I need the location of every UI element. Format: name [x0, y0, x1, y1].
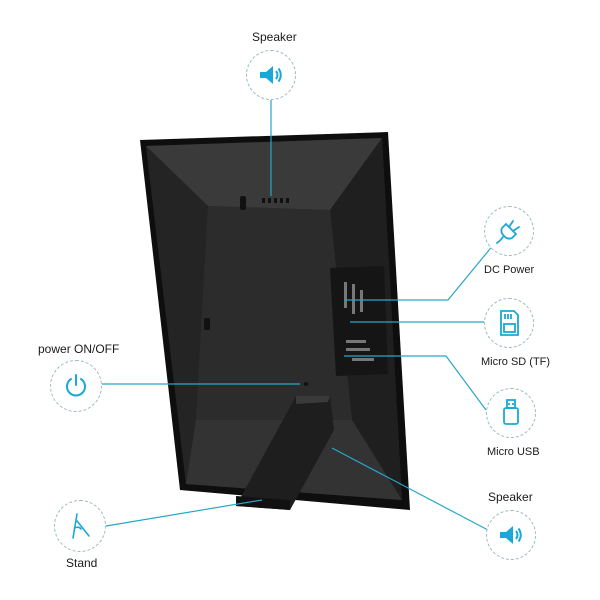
stand-callout [54, 500, 106, 552]
power-icon [66, 374, 86, 397]
power-switch-label: power ON/OFF [38, 342, 120, 356]
micro-sd-callout [484, 298, 534, 348]
speaker-icon [500, 526, 522, 544]
dc-power-label: DC Power [484, 264, 535, 276]
dc-power-callout [484, 206, 534, 256]
stand-icon [72, 513, 90, 539]
micro-usb-callout [486, 388, 536, 438]
speaker-bottom-label: Speaker [488, 490, 533, 504]
power-switch-callout [50, 360, 102, 412]
speaker-bottom-callout [486, 510, 536, 560]
stand-label: Stand [66, 556, 98, 570]
speaker-top-label: Speaker [252, 30, 297, 44]
micro-sd-label: Micro SD (TF) [481, 356, 551, 368]
speaker-top-callout [246, 50, 296, 100]
speaker-icon [260, 66, 282, 84]
micro-usb-label: Micro USB [487, 446, 540, 458]
sd-card-icon [500, 310, 519, 336]
power-plug-icon [496, 220, 520, 244]
usb-icon [503, 399, 519, 425]
